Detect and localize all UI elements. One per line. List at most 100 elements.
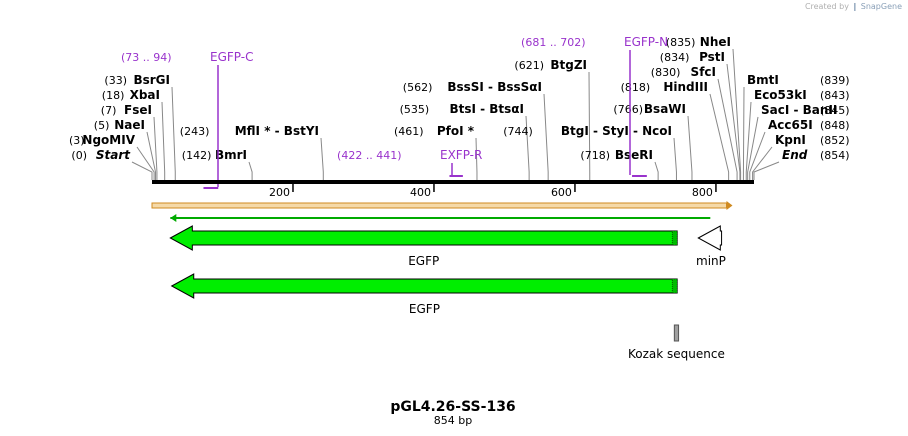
primer-egfp-n[interactable]: EGFP-N (681 .. 702) — [521, 35, 668, 177]
restriction-site[interactable]: Acc65I(848) — [749, 118, 850, 180]
site-connector — [745, 101, 752, 180]
site-name: KpnI — [775, 133, 806, 147]
restriction-site[interactable]: BseRI(718) — [580, 148, 659, 180]
site-position: (818) — [621, 81, 651, 94]
restriction-site[interactable]: MflI * - BstYI(243) — [180, 124, 324, 180]
site-position: (845) — [820, 104, 850, 117]
primer-name: EXFP-R — [440, 148, 482, 162]
primer-name: EGFP-C — [210, 50, 253, 64]
restriction-site[interactable]: NheI(835) — [666, 35, 742, 180]
site-connector — [687, 115, 693, 180]
site-position: (33) — [104, 74, 127, 87]
restriction-site[interactable]: KpnI(852) — [752, 133, 850, 180]
feature-kozak-sequence[interactable]: Kozak sequence — [628, 324, 725, 361]
site-connector — [747, 116, 759, 180]
restriction-site[interactable]: SfcI(830) — [651, 65, 738, 180]
site-position: (766) — [613, 103, 643, 116]
site-name: FseI — [124, 103, 152, 117]
site-position: (854) — [820, 149, 850, 162]
feature-minp[interactable]: minP — [696, 225, 726, 268]
site-connector — [717, 78, 738, 180]
primer-binding-bar — [449, 175, 463, 177]
orf-band-arrowhead — [726, 201, 733, 210]
site-name: PstI — [699, 50, 725, 64]
site-position: (835) — [666, 36, 696, 49]
features: EGFP minP EGFP Kozak sequence — [169, 225, 726, 361]
restriction-site[interactable]: PstI(834) — [660, 50, 741, 180]
restriction-site[interactable]: NgoMIV(3) — [69, 133, 155, 180]
site-position: (535) — [400, 103, 430, 116]
site-connector — [320, 137, 324, 180]
feature-egfp[interactable]: EGFP — [169, 225, 678, 268]
feature-label: Kozak sequence — [628, 347, 725, 361]
site-position: (461) — [394, 125, 424, 138]
restriction-site[interactable]: FseI (7) — [101, 103, 158, 180]
restriction-site[interactable]: BtgZI(621) — [514, 58, 591, 180]
site-position: (562) — [403, 81, 433, 94]
restriction-site[interactable]: HindIII(818) — [621, 80, 730, 180]
credit-brand: SnapGene — [860, 2, 902, 11]
restriction-site[interactable]: SacI - BanII(845) — [747, 103, 850, 180]
ruler-tick-label: 200 — [269, 186, 290, 199]
site-connector — [588, 71, 591, 180]
feature-egfp[interactable]: EGFP — [170, 273, 678, 316]
site-position: (843) — [820, 89, 850, 102]
backbone — [152, 180, 754, 184]
site-position: (142) — [182, 149, 212, 162]
site-connector — [475, 137, 478, 180]
site-connector — [136, 146, 155, 180]
restriction-site[interactable]: Start(0) — [71, 148, 153, 180]
restriction-site[interactable]: XbaI(18) — [102, 88, 166, 180]
site-position: (7) — [101, 104, 117, 117]
site-position: (839) — [820, 74, 850, 87]
restriction-site[interactable]: BmtI(839) — [742, 73, 850, 180]
restriction-sites: Start(0)NgoMIV(3)NaeI(5)FseI(7)XbaI(18)B… — [69, 35, 850, 180]
site-name: BseRI — [615, 148, 653, 162]
orf-band-bar — [151, 202, 728, 209]
site-name: PfoI * — [437, 124, 475, 138]
primer-range: (73 .. 94) — [121, 51, 172, 64]
primer-range: (422 .. 441) — [337, 149, 402, 162]
site-connector — [709, 93, 730, 180]
restriction-site[interactable]: NaeI(5) — [94, 118, 157, 180]
site-name: BsrGI — [133, 73, 170, 87]
feature-label: minP — [696, 254, 726, 268]
restriction-site[interactable]: BtgI - StyI - NcoI(744) — [503, 124, 677, 180]
site-connector — [171, 86, 176, 180]
feature-shape — [170, 273, 678, 299]
site-connector — [753, 161, 780, 180]
primer-exfp-r[interactable]: EXFP-R (422 .. 441) — [337, 148, 482, 177]
site-name: NaeI — [114, 118, 145, 132]
restriction-site[interactable]: BtsI - BtsαI (535) — [400, 102, 530, 180]
site-position: (848) — [820, 119, 850, 132]
restriction-site[interactable]: BsrGI (33) — [104, 73, 176, 180]
site-position: (18) — [102, 89, 125, 102]
restriction-site[interactable]: Eco53kI (843) — [745, 88, 850, 180]
snapgene-logo-icon: ❙ — [851, 2, 859, 11]
site-name: Eco53kI — [754, 88, 807, 102]
site-connector — [131, 161, 153, 180]
ruler-tick-label: 800 — [692, 186, 713, 199]
restriction-site[interactable]: BssSI - BssSαI (562) — [403, 80, 549, 180]
site-name: BtsI - BtsαI — [449, 102, 524, 116]
site-connector — [654, 161, 659, 180]
site-connector — [749, 131, 766, 180]
primer-name: EGFP-N — [624, 35, 668, 49]
site-name: Start — [96, 148, 131, 162]
snapgene-credit: Created by ❙ SnapGene — [805, 2, 902, 11]
restriction-site[interactable]: End(854) — [753, 148, 850, 180]
site-name: BtgZI — [550, 58, 587, 72]
site-position: (830) — [651, 66, 681, 79]
primer-range: (681 .. 702) — [521, 36, 586, 49]
primer-egfp-c[interactable]: EGFP-C (73 .. 94) — [121, 50, 253, 189]
primers: EGFP-C (73 .. 94) EXFP-R (422 .. 441) EGFP-N… — [121, 35, 668, 189]
restriction-site[interactable]: BmrI(142) — [182, 148, 253, 180]
site-connector — [146, 131, 157, 180]
restriction-site[interactable]: PfoI * (461) — [394, 124, 478, 180]
site-name: SacI - BanII — [761, 103, 837, 117]
site-name: BssSI - BssSαI — [447, 80, 542, 94]
restriction-site[interactable]: BsaWI(766) — [613, 102, 693, 180]
site-connector — [161, 101, 166, 180]
